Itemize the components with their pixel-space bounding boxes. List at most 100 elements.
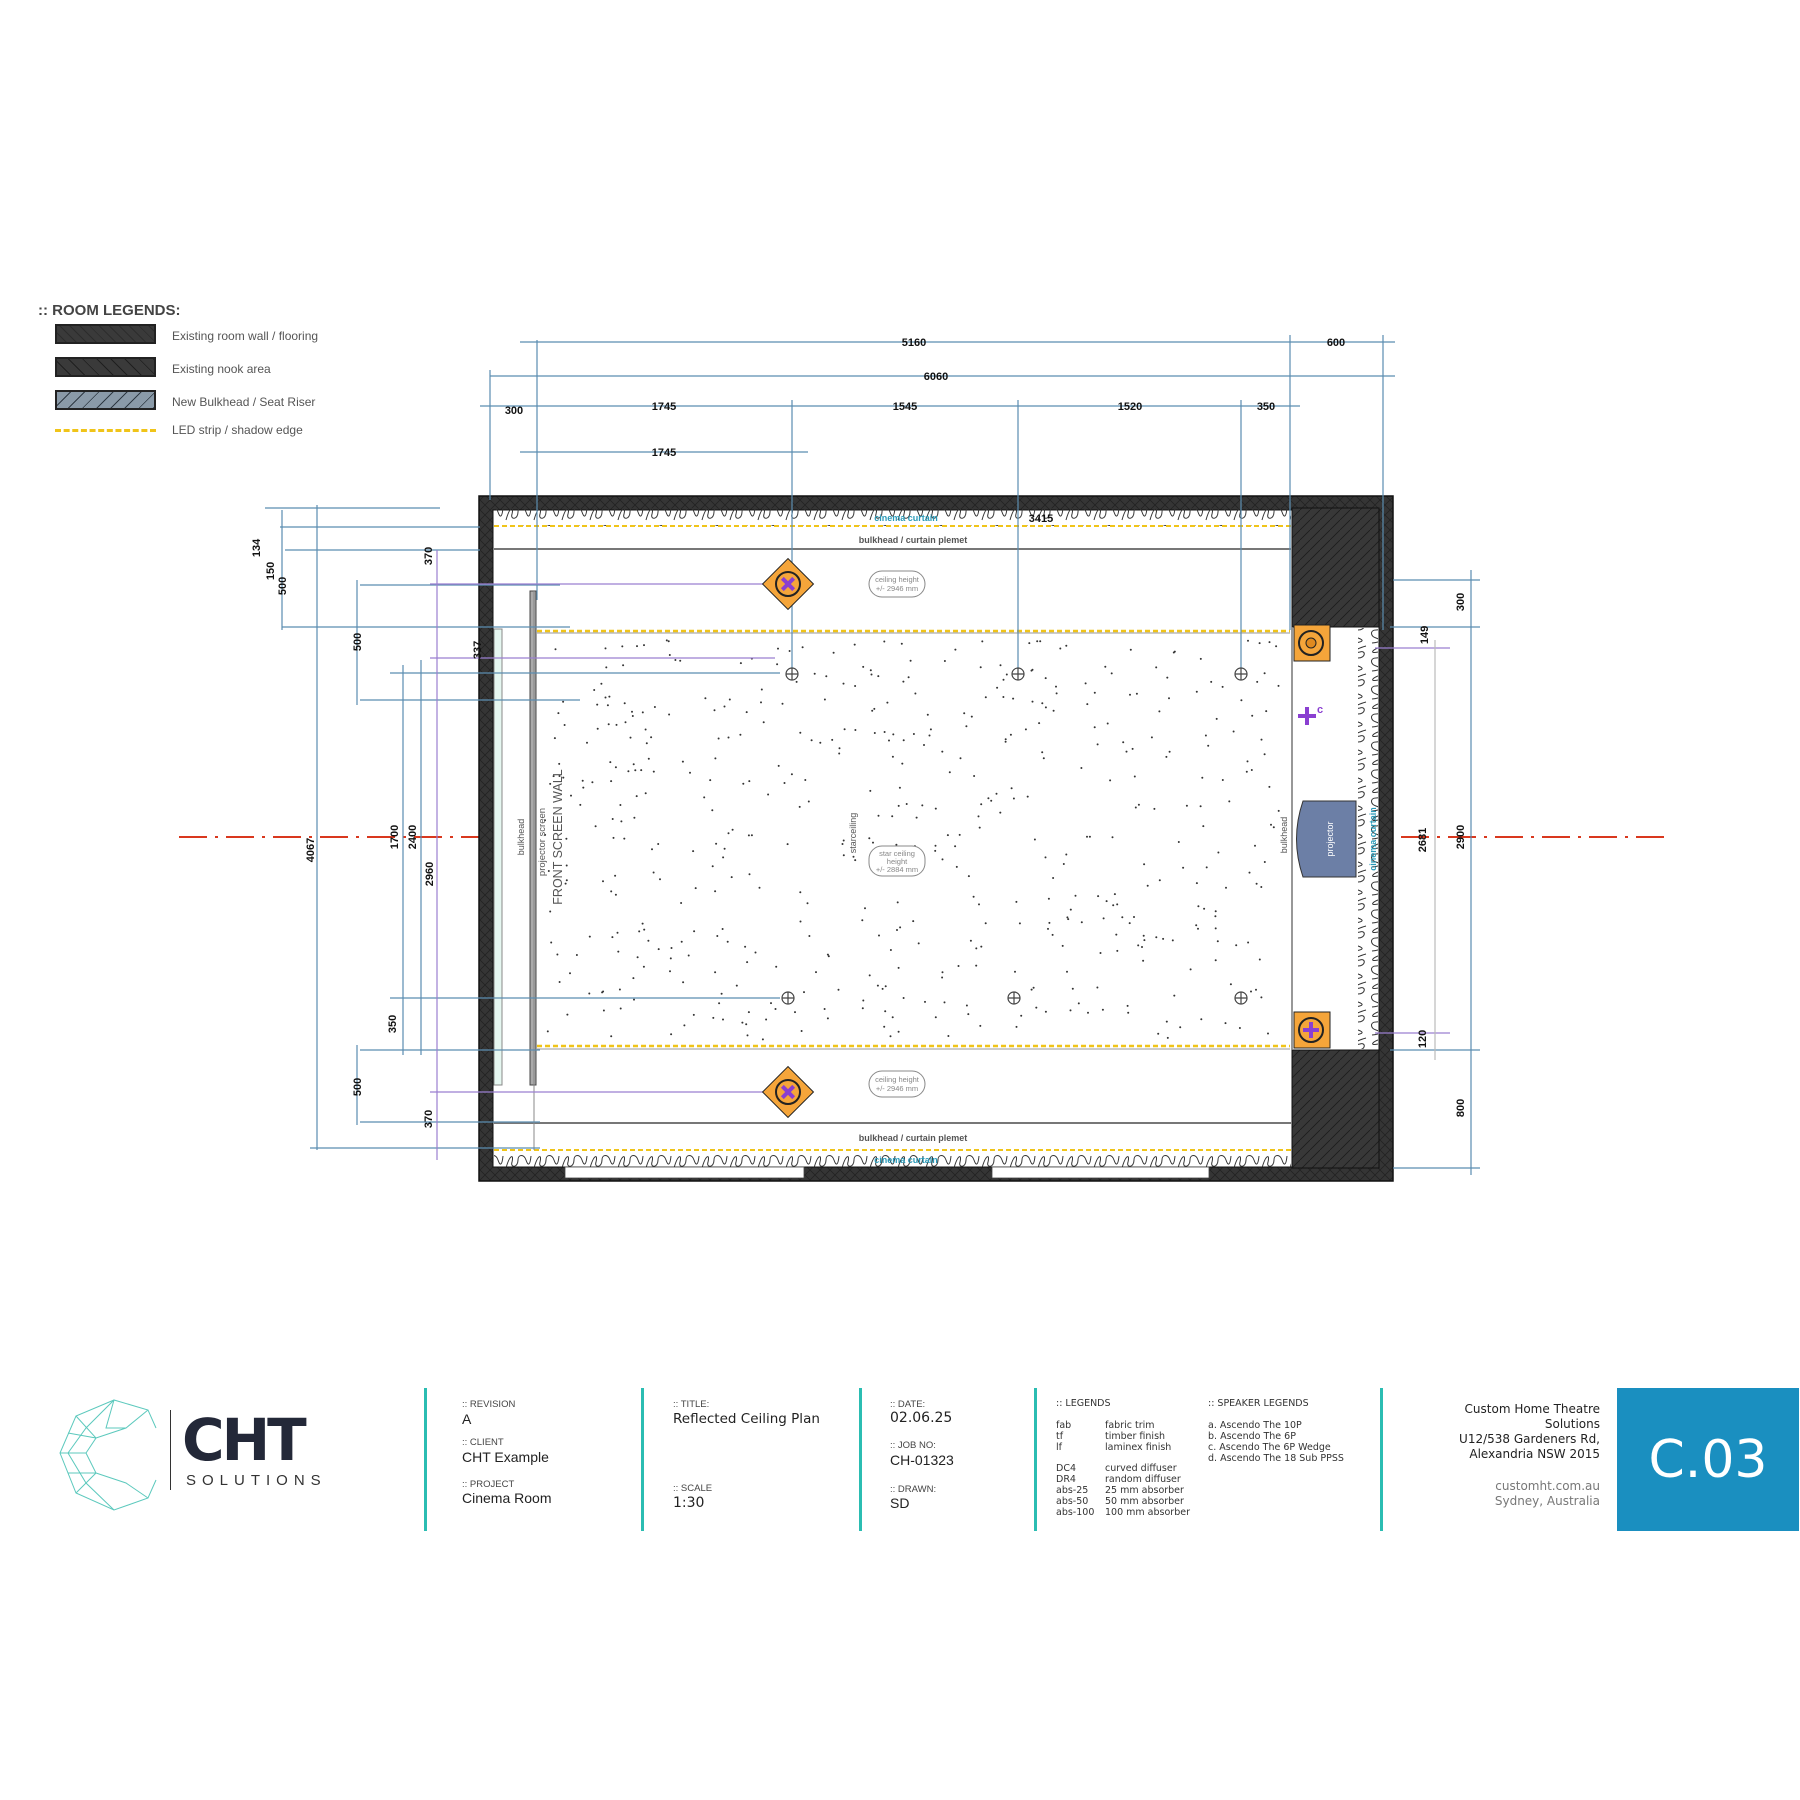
star-light bbox=[897, 1030, 900, 1033]
star-light bbox=[669, 970, 671, 973]
downlight-icon[interactable] bbox=[1011, 667, 1025, 681]
ceiling-speaker[interactable] bbox=[761, 557, 815, 611]
star-light bbox=[826, 953, 829, 956]
star-light bbox=[564, 882, 567, 885]
star-light bbox=[550, 941, 553, 944]
star-light bbox=[596, 703, 599, 706]
star-light bbox=[1087, 1011, 1089, 1014]
star-light bbox=[692, 1013, 695, 1016]
projector[interactable]: projector bbox=[1296, 800, 1357, 878]
star-light bbox=[1012, 697, 1015, 700]
dim-label: 500 bbox=[277, 577, 289, 595]
star-light bbox=[915, 816, 918, 819]
star-light bbox=[1205, 866, 1208, 869]
star-light bbox=[1238, 1027, 1241, 1029]
star-light bbox=[884, 985, 887, 988]
star-light bbox=[1036, 640, 1039, 643]
star-light bbox=[1062, 863, 1065, 865]
downlight-icon[interactable] bbox=[781, 991, 795, 1005]
star-light bbox=[1031, 668, 1034, 671]
dim-label: 6060 bbox=[924, 371, 948, 383]
star-light bbox=[1052, 709, 1055, 712]
star-light bbox=[1224, 1022, 1227, 1025]
star-light bbox=[575, 954, 578, 956]
ceiling-speaker[interactable] bbox=[761, 1065, 815, 1119]
star-light bbox=[813, 672, 816, 675]
star-light bbox=[978, 903, 980, 906]
star-light bbox=[1197, 905, 1200, 908]
rear-speaker[interactable] bbox=[1293, 624, 1331, 662]
star-light bbox=[826, 1017, 829, 1020]
star-light bbox=[917, 942, 920, 945]
projector-screen-label: projector screen bbox=[537, 808, 548, 876]
star-light bbox=[967, 875, 970, 878]
star-light bbox=[730, 876, 733, 879]
star-light bbox=[623, 702, 626, 705]
title-block-divider bbox=[1034, 1388, 1037, 1531]
dim-label: 300 bbox=[505, 405, 523, 417]
star-light bbox=[629, 736, 632, 739]
star-light bbox=[1168, 697, 1170, 700]
legend-code: abs-100 bbox=[1056, 1507, 1095, 1518]
star-light bbox=[889, 1035, 892, 1038]
star-light bbox=[999, 664, 1002, 667]
dim-label: 1745 bbox=[652, 401, 676, 413]
star-light bbox=[746, 961, 749, 964]
downlight-icon[interactable] bbox=[1007, 991, 1021, 1005]
star-light bbox=[902, 739, 905, 742]
starceiling-label: starceiling bbox=[848, 813, 858, 854]
star-light bbox=[1061, 944, 1064, 947]
star-light bbox=[881, 987, 884, 990]
rear-speaker[interactable] bbox=[1293, 1011, 1331, 1049]
dim-label: 337 bbox=[472, 641, 484, 659]
job-value: CH-01323 bbox=[890, 1452, 954, 1468]
star-light bbox=[808, 935, 811, 937]
star-light bbox=[1215, 717, 1218, 720]
star-light bbox=[973, 775, 976, 777]
star-light bbox=[1055, 685, 1057, 688]
star-light bbox=[621, 645, 624, 648]
scale-value: 1:30 bbox=[673, 1495, 705, 1511]
star-light bbox=[610, 890, 613, 893]
legend-code: abs-50 bbox=[1056, 1496, 1089, 1507]
downlight-icon[interactable] bbox=[1234, 667, 1248, 681]
speaker-legend-item: a. Ascendo The 10P bbox=[1208, 1420, 1302, 1431]
star-light bbox=[1126, 1004, 1129, 1007]
star-light bbox=[1146, 884, 1149, 887]
star-light bbox=[861, 919, 864, 922]
star-light bbox=[1069, 908, 1072, 911]
legend-description: 50 mm absorber bbox=[1105, 1496, 1184, 1507]
star-light bbox=[748, 780, 751, 783]
star-light bbox=[668, 713, 671, 716]
star-light bbox=[565, 879, 568, 882]
star-light bbox=[1002, 678, 1005, 681]
star-light bbox=[1097, 895, 1100, 898]
star-light bbox=[934, 807, 937, 810]
company-line: Solutions bbox=[1544, 1417, 1600, 1431]
speaker-position-marker: c bbox=[1298, 704, 1323, 725]
legend-swatch-bulkhead bbox=[55, 390, 156, 410]
star-light bbox=[979, 666, 982, 669]
star-light bbox=[1204, 734, 1207, 737]
star-light bbox=[1077, 1002, 1080, 1005]
star-light bbox=[1052, 877, 1055, 879]
downlight-icon[interactable] bbox=[785, 667, 799, 681]
star-light bbox=[582, 786, 585, 789]
star-light bbox=[1128, 922, 1131, 925]
star-light bbox=[943, 660, 946, 662]
star-light bbox=[631, 715, 634, 717]
star-light bbox=[1277, 684, 1280, 687]
star-light bbox=[1166, 676, 1169, 679]
legend-label: New Bulkhead / Seat Riser bbox=[172, 395, 316, 409]
star-light bbox=[1221, 685, 1224, 688]
star-light bbox=[1059, 647, 1062, 650]
star-light bbox=[1015, 1025, 1018, 1028]
star-light bbox=[1165, 755, 1168, 758]
star-light bbox=[807, 800, 810, 803]
star-light bbox=[1047, 897, 1050, 900]
downlight-icon[interactable] bbox=[1234, 991, 1248, 1005]
star-light bbox=[767, 793, 770, 796]
star-light bbox=[604, 647, 607, 650]
company-website[interactable]: customht.com.au bbox=[1495, 1479, 1600, 1493]
star-light bbox=[1116, 949, 1119, 952]
